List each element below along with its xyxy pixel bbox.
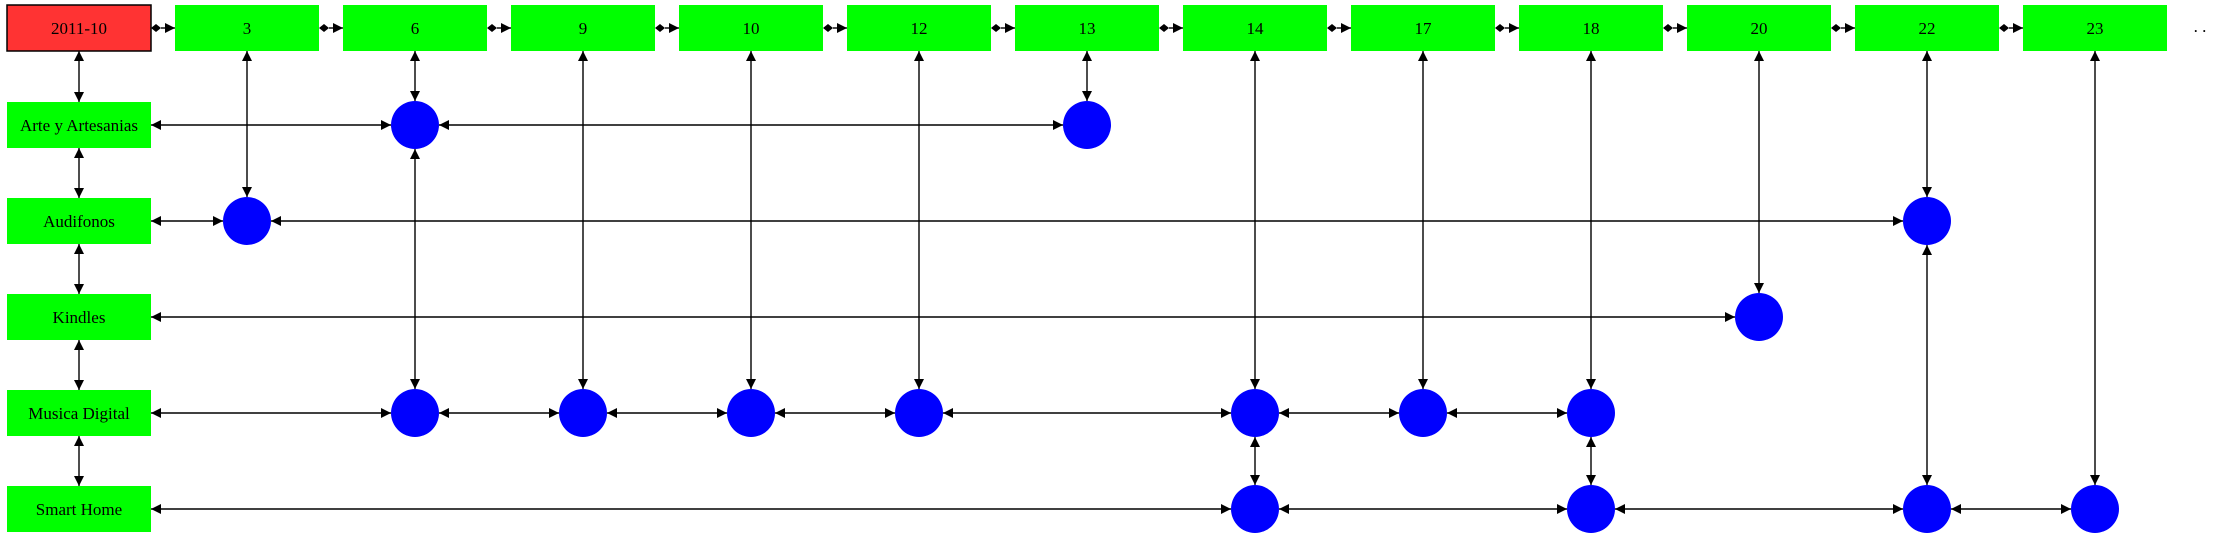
timeline-link <box>1999 23 2023 33</box>
timeline-node <box>2023 5 2167 51</box>
event-dot <box>2071 485 2119 533</box>
category-node <box>7 102 151 148</box>
timeline-node-label: 10 <box>743 19 760 38</box>
timeline-node-label: 23 <box>2087 19 2104 38</box>
timeline-link <box>1159 23 1183 33</box>
event-dot <box>1063 101 1111 149</box>
timeline-node-label: 20 <box>1751 19 1768 38</box>
ellipsis-text: . . <box>2194 17 2207 36</box>
event-dot <box>223 197 271 245</box>
root-node <box>6 4 152 52</box>
timeline-link <box>991 23 1015 33</box>
timeline-node <box>343 5 487 51</box>
timeline-link <box>1495 23 1519 33</box>
timeline-node <box>847 5 991 51</box>
timeline-node <box>1855 5 1999 51</box>
timeline-node-label: 22 <box>1919 19 1936 38</box>
event-dot <box>391 101 439 149</box>
timeline-node-label: 13 <box>1079 19 1096 38</box>
timeline-link <box>1831 23 1855 33</box>
timeline-link <box>823 23 847 33</box>
category-node-label: Smart Home <box>36 500 122 519</box>
category-node <box>7 486 151 532</box>
event-dot <box>1903 197 1951 245</box>
event-dot <box>1231 389 1279 437</box>
timeline-node <box>1015 5 1159 51</box>
category-node-label: Musica Digital <box>28 404 130 423</box>
event-dot <box>1567 485 1615 533</box>
timeline-node <box>1687 5 1831 51</box>
category-node-label: Kindles <box>53 308 106 327</box>
event-dot <box>559 389 607 437</box>
timeline-node <box>1183 5 1327 51</box>
timeline-node <box>1351 5 1495 51</box>
timeline-link <box>1663 23 1687 33</box>
timeline-link <box>655 23 679 33</box>
event-dot <box>1735 293 1783 341</box>
category-node <box>7 198 151 244</box>
timeline-node-label: 17 <box>1415 19 1433 38</box>
event-dot <box>895 389 943 437</box>
event-dot <box>1903 485 1951 533</box>
event-dot <box>1567 389 1615 437</box>
category-node <box>7 294 151 340</box>
timeline-node-label: 12 <box>911 19 928 38</box>
event-dot <box>727 389 775 437</box>
event-dot <box>1399 389 1447 437</box>
category-node-label: Arte y Artesanias <box>20 116 138 135</box>
category-node <box>7 390 151 436</box>
event-dot <box>391 389 439 437</box>
root-node-label: 2011-10 <box>51 19 107 38</box>
timeline-node-label: 14 <box>1247 19 1265 38</box>
timeline-node <box>1519 5 1663 51</box>
timeline-node <box>511 5 655 51</box>
timeline-link <box>1327 23 1351 33</box>
timeline-node-label: 9 <box>579 19 588 38</box>
timeline-link <box>487 23 511 33</box>
event-dot <box>1231 485 1279 533</box>
timeline-node-label: 3 <box>243 19 252 38</box>
timeline-link <box>151 23 175 33</box>
timeline-node <box>175 5 319 51</box>
timeline-node-label: 18 <box>1583 19 1600 38</box>
category-node-label: Audifonos <box>43 212 115 231</box>
timeline-node <box>679 5 823 51</box>
timeline-link <box>319 23 343 33</box>
timeline-node-label: 6 <box>411 19 420 38</box>
